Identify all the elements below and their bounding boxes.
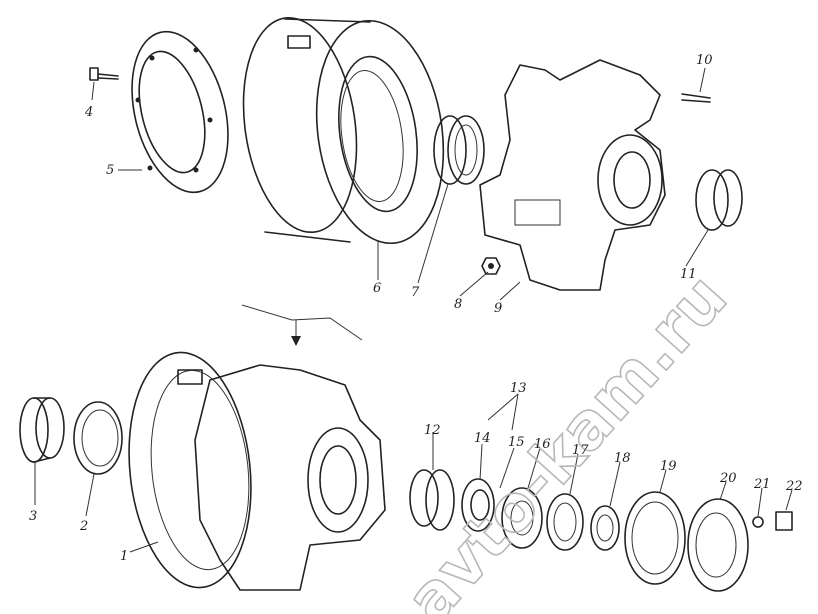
part-labels: 4 5 6 7 8 9 10 11 3 2 1 12 13 14 15 16 1… [29, 53, 803, 564]
part-bearing-race-7 [433, 115, 485, 185]
label-10: 10 [696, 53, 713, 68]
part-washer-17 [546, 493, 584, 551]
label-19: 19 [660, 459, 677, 474]
label-13: 13 [510, 381, 527, 396]
part-bearing-12 [409, 469, 455, 531]
part-gasket-19 [624, 491, 686, 585]
label-1: 1 [120, 549, 128, 564]
part-nut-8 [481, 257, 501, 275]
label-9: 9 [494, 301, 502, 316]
part-washer-21 [752, 516, 764, 528]
part-bolt-4 [89, 67, 119, 81]
label-21: 21 [753, 477, 771, 492]
label-7: 7 [411, 285, 420, 300]
part-seal-ring-2 [73, 401, 123, 475]
direction-arrow [241, 304, 363, 346]
part-ring-14 [461, 478, 495, 532]
label-16: 16 [534, 437, 551, 452]
label-20: 20 [719, 471, 737, 486]
label-6: 6 [373, 281, 381, 296]
label-12: 12 [424, 423, 441, 438]
part-bolt-22 [775, 511, 793, 531]
part-stud-10 [681, 93, 711, 103]
part-bearing-cup-11 [695, 169, 743, 231]
label-18: 18 [614, 451, 631, 466]
part-hub-drum-assembly-1 [128, 351, 386, 591]
part-cover-plate-5 [131, 30, 229, 194]
label-11: 11 [680, 267, 697, 282]
part-nut-18 [590, 505, 620, 551]
label-5: 5 [106, 163, 114, 178]
part-bearing-3 [19, 397, 65, 463]
label-2: 2 [79, 519, 88, 534]
label-8: 8 [454, 297, 462, 312]
part-hub-cap-20 [687, 498, 749, 592]
label-22: 22 [785, 479, 803, 494]
label-14: 14 [474, 431, 491, 446]
leader-lines [34, 67, 793, 553]
part-washer-16 [501, 487, 543, 549]
label-15: 15 [508, 435, 525, 450]
label-3: 3 [29, 509, 37, 524]
label-4: 4 [84, 105, 93, 120]
label-17: 17 [572, 443, 589, 458]
part-brake-drum-6 [242, 16, 445, 245]
part-steering-knuckle-9 [479, 59, 666, 291]
